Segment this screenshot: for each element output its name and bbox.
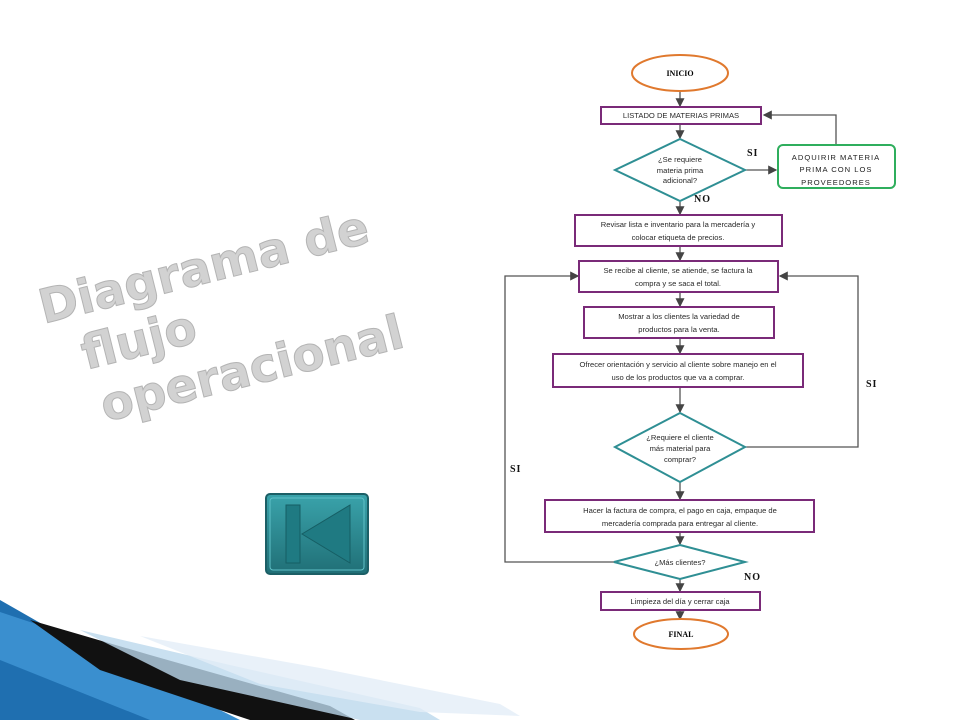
- invoice-step: Hacer la factura de compra, el pago en c…: [544, 499, 815, 533]
- first-slide-button[interactable]: [265, 493, 369, 575]
- decision-client-more-line-2: más material para: [650, 444, 712, 453]
- decision-more-clients-label: ¿Más clientes?: [654, 558, 705, 567]
- start-terminal: INICIO: [631, 54, 729, 92]
- decision-more-material-line-1: ¿Se requiere: [658, 155, 702, 164]
- cleanup-label: Limpieza del día y cerrar caja: [630, 597, 730, 606]
- end-label: FINAL: [669, 630, 694, 639]
- review-list-line-1: Revisar lista e inventario para la merca…: [601, 220, 756, 229]
- title-line-1: Diagrama de: [33, 200, 374, 335]
- acquire-material-step: ADQUIRIR MATERIA PRIMA CON LOS PROVEEDOR…: [777, 144, 896, 189]
- label-no-bottom: NO: [744, 572, 761, 583]
- receive-client-step: Se recibe al cliente, se atiende, se fac…: [578, 260, 779, 293]
- invoice-line-2: mercadería comprada para entregar al cli…: [602, 519, 758, 528]
- review-list-line-2: colocar etiqueta de precios.: [632, 233, 725, 242]
- list-raw-materials-label: LISTADO DE MATERIAS PRIMAS: [623, 111, 739, 120]
- show-products-line-1: Mostrar a los clientes la variedad de: [618, 312, 740, 321]
- offer-guidance-step: Ofrecer orientación y servicio al client…: [552, 353, 804, 388]
- label-no-top: NO: [694, 194, 711, 205]
- list-raw-materials-step: LISTADO DE MATERIAS PRIMAS: [600, 106, 762, 125]
- acquire-line-1: ADQUIRIR MATERIA: [792, 153, 880, 162]
- slide-title: Diagrama de flujo operacional: [33, 200, 410, 434]
- decision-client-more-line-3: comprar?: [664, 455, 696, 464]
- first-slide-icon: [285, 504, 351, 564]
- decision-client-more-line-1: ¿Requiere el cliente: [646, 433, 714, 442]
- review-list-step: Revisar lista e inventario para la merca…: [574, 214, 783, 247]
- show-products-line-2: productos para la venta.: [638, 325, 719, 334]
- cleanup-step: Limpieza del día y cerrar caja: [600, 591, 761, 611]
- end-terminal: FINAL: [633, 618, 729, 650]
- offer-guidance-line-2: uso de los productos que va a comprar.: [612, 373, 745, 382]
- decision-more-material-line-2: materia prima: [657, 166, 704, 175]
- label-si-right: SI: [866, 379, 877, 390]
- decision-more-material-line-3: adicional?: [663, 176, 697, 185]
- receive-client-line-2: compra y se saca el total.: [635, 279, 721, 288]
- show-products-step: Mostrar a los clientes la variedad de pr…: [583, 306, 775, 339]
- decision-more-clients: ¿Más clientes?: [613, 543, 749, 581]
- acquire-line-2: PRIMA CON LOS: [800, 165, 873, 174]
- label-si-left: SI: [510, 464, 521, 475]
- invoice-line-1: Hacer la factura de compra, el pago en c…: [583, 506, 777, 515]
- decision-client-more: ¿Requiere el cliente más material para c…: [612, 411, 748, 484]
- flowchart: INICIO LISTADO DE MATERIAS PRIMAS ¿Se re…: [504, 54, 896, 650]
- offer-guidance-line-1: Ofrecer orientación y servicio al client…: [579, 360, 776, 369]
- decorative-swoosh: [0, 600, 520, 720]
- decision-more-material: ¿Se requiere materia prima adicional?: [612, 137, 748, 203]
- receive-client-line-1: Se recibe al cliente, se atiende, se fac…: [603, 266, 753, 275]
- start-label: INICIO: [666, 69, 693, 78]
- acquire-line-3: PROVEEDORES: [801, 178, 871, 187]
- label-si-top: SI: [747, 148, 758, 159]
